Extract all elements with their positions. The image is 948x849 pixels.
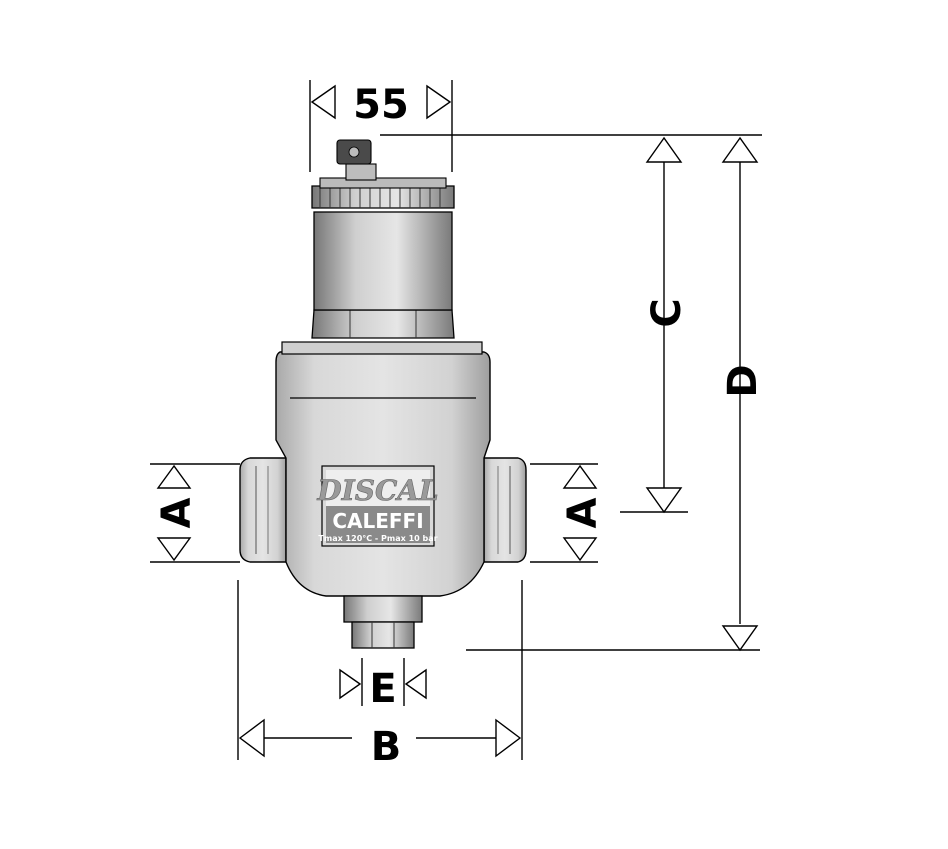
dimension-c: C (620, 136, 690, 514)
label-brand: CALEFFI (332, 509, 423, 533)
label-ratings: Tmax 120°C - Pmax 10 bar (318, 534, 437, 543)
label-product: DISCAL (316, 474, 438, 507)
dim-e: E (369, 666, 396, 712)
dimension-top-width: 55 (309, 80, 453, 172)
dim-d: D (720, 364, 766, 397)
dim-c: C (644, 298, 690, 327)
dim-b: B (371, 724, 402, 770)
dim-a-left: A (154, 497, 200, 528)
valve-body: DISCAL CALEFFI Tmax 120°C - Pmax 10 bar (239, 139, 527, 649)
label-plate: DISCAL CALEFFI Tmax 120°C - Pmax 10 bar (316, 465, 439, 547)
dimension-a-left: A (150, 463, 240, 563)
knurled-cap (311, 185, 455, 209)
dimension-b: B (237, 580, 523, 770)
left-port (239, 457, 287, 563)
upper-cylinder (313, 211, 453, 311)
drain-fitting (343, 595, 423, 623)
dim-a-right: A (560, 497, 606, 528)
dimension-d: D (466, 136, 766, 652)
dimension-e: E (339, 658, 427, 712)
dimension-a-right: A (530, 463, 606, 563)
hex-nut (311, 309, 455, 339)
drain-nut (351, 621, 415, 649)
dim-55: 55 (353, 82, 409, 128)
right-port (483, 457, 527, 563)
air-vent-stem (345, 163, 377, 181)
